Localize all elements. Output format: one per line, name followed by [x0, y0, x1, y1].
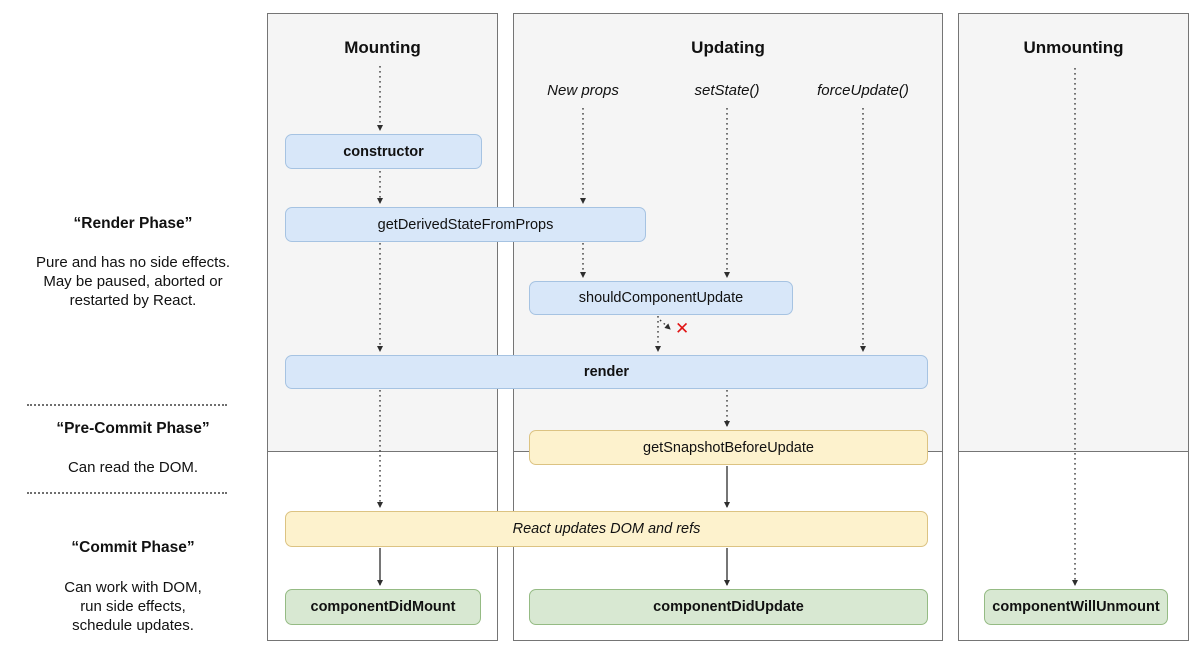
column-unmounting-title: Unmounting — [1023, 38, 1124, 57]
box-constructor: constructor — [285, 134, 482, 169]
box-component-did-mount: componentDidMount — [285, 589, 481, 625]
box-get-derived-state-from-props: getDerivedStateFromProps — [285, 207, 646, 242]
box-get-snapshot-before-update: getSnapshotBeforeUpdate — [529, 430, 928, 465]
update-halted-x-icon: ✕ — [675, 319, 690, 338]
box-react-updates-dom: React updates DOM and refs — [285, 511, 928, 547]
commit-phase-title: “Commit Phase” — [71, 539, 195, 556]
render-phase-title: “Render Phase” — [73, 215, 193, 232]
pre-commit-phase-description: Can read the DOM. — [67, 459, 199, 476]
render-phase-description: Pure and has no side effects. May be pau… — [35, 254, 231, 309]
trigger-set-state: setState() — [694, 82, 760, 99]
box-component-did-update: componentDidUpdate — [529, 589, 928, 625]
column-updating-title: Updating — [691, 38, 765, 57]
trigger-new-props: New props — [547, 82, 619, 99]
trigger-force-update: forceUpdate() — [817, 82, 909, 99]
commit-phase-description: Can work with DOM, run side effects, sch… — [64, 579, 202, 634]
box-render: render — [285, 355, 928, 389]
phase-divider — [27, 492, 227, 494]
box-should-component-update: shouldComponentUpdate — [529, 281, 793, 315]
pre-commit-phase-title: “Pre-Commit Phase” — [56, 420, 210, 437]
column-unmounting: Unmounting — [958, 13, 1189, 641]
phase-divider — [27, 404, 227, 406]
column-mounting-title: Mounting — [344, 38, 421, 57]
box-component-will-unmount: componentWillUnmount — [984, 589, 1168, 625]
